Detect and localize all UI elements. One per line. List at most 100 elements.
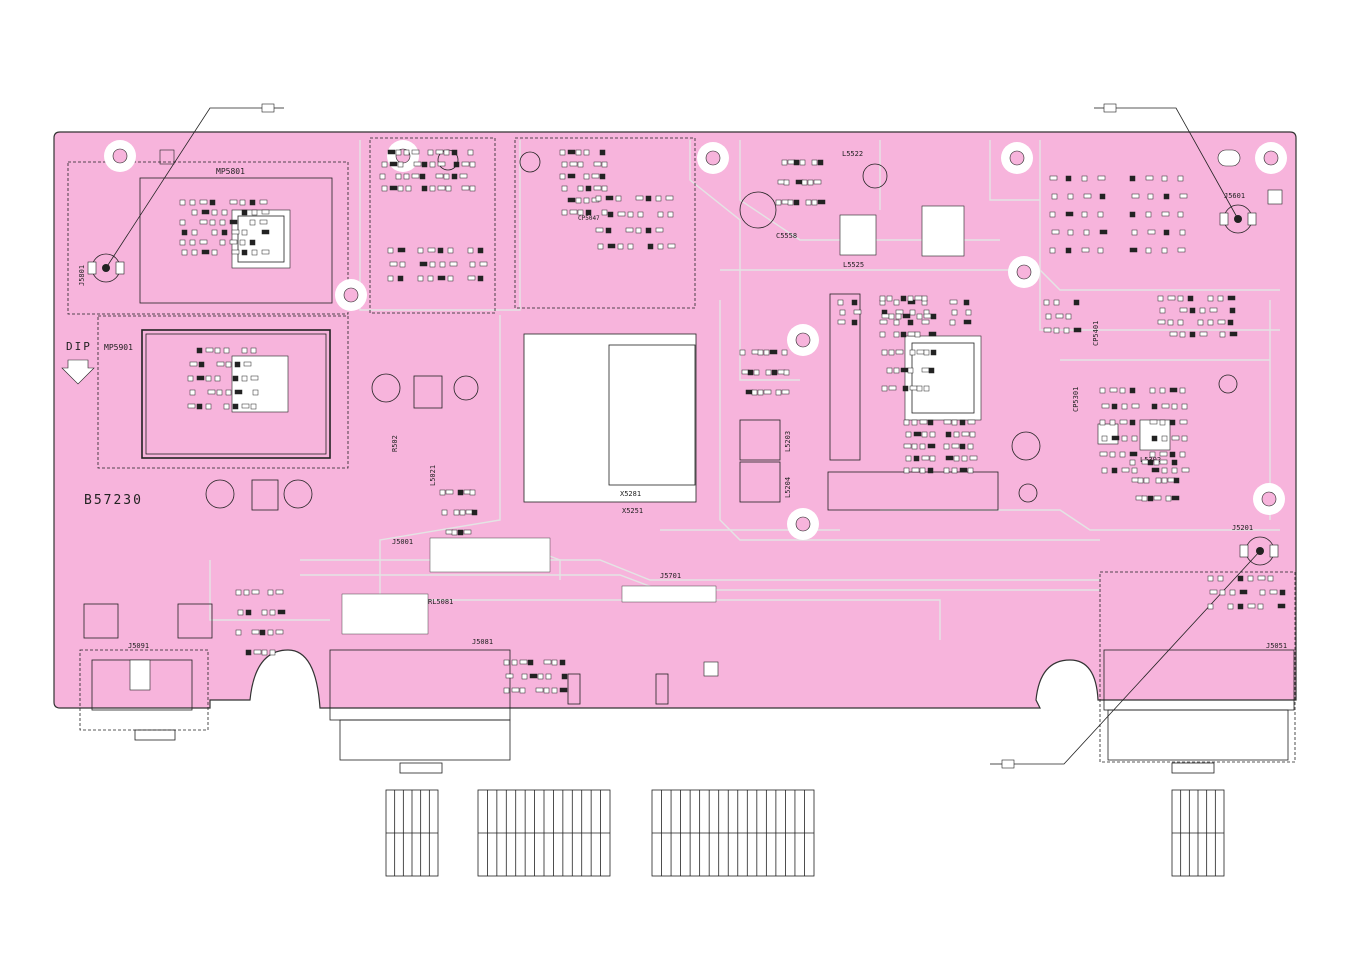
smd-part [477,275,484,282]
smd-part [231,229,240,235]
smd-part [615,195,622,202]
smd-part [907,367,914,374]
smd-part [1209,307,1218,313]
smd-part [967,419,976,425]
smd-part [1129,419,1136,426]
smd-part [1217,575,1224,582]
smd-part [191,249,198,256]
smd-part [249,199,256,206]
smd-part [199,219,208,225]
smd-part [521,673,528,680]
smd-part [593,185,602,191]
smd-part [601,161,608,168]
smd-part [251,249,258,256]
smd-part [1131,193,1140,199]
smd-part [963,299,970,306]
smd-part [259,219,268,225]
smd-part [1177,175,1184,182]
smd-part [411,173,420,179]
smd-part [913,431,922,437]
smd-part [561,673,568,680]
smd-part [1121,467,1130,473]
smd-part [457,529,464,536]
smd-part [595,227,604,233]
smd-part [647,243,654,250]
smd-part [1199,331,1208,337]
smd-part [459,173,468,179]
smd-part [1207,603,1214,610]
smd-part [665,195,674,201]
smd-part [545,673,552,680]
smd-part [902,385,909,392]
smd-part [921,455,930,461]
smd-part [1177,295,1184,302]
smd-part [943,443,950,450]
smd-part [471,509,478,516]
smd-part [775,389,782,396]
smd-part [561,161,568,168]
smd-part [1219,331,1226,338]
smd-part [930,349,937,356]
smd-part [1143,477,1150,484]
smd-part [1119,387,1126,394]
label-mp5801: MP5801 [216,167,245,176]
smd-part [1101,435,1108,442]
label-j5081: J5081 [472,638,493,646]
smd-part [232,375,239,382]
label-c5558: C5558 [776,232,797,240]
smd-part [187,403,196,409]
smd-part [923,313,932,319]
smd-part [739,349,746,356]
smd-part [239,239,246,246]
smd-part [1149,387,1156,394]
smd-part [243,589,250,596]
smd-part [381,185,388,192]
smd-part [1119,451,1126,458]
smd-part [1181,467,1190,473]
smd-part [1065,247,1072,254]
smd-part [189,239,196,246]
smd-part [817,159,824,166]
smd-part [179,219,186,226]
smd-part [895,349,904,355]
smd-part [1153,495,1162,501]
smd-part [583,149,590,156]
smd-part [397,161,404,168]
smd-part [923,385,930,392]
smd-part [237,609,244,616]
smd-part [585,209,592,216]
smd-part [1131,467,1138,474]
smd-part [395,173,402,180]
smd-part [421,185,428,192]
label-l5204: L5204 [784,477,792,498]
smd-part [399,261,406,268]
smd-part [961,431,970,437]
smd-part [1173,477,1180,484]
smd-part [967,467,974,474]
smd-part [959,443,966,450]
smd-part [597,243,604,250]
smd-part [945,455,954,461]
smd-part [881,313,890,319]
smd-part [559,173,566,180]
smd-part [511,659,518,666]
smd-part [911,419,918,426]
smd-part [437,247,444,254]
smd-part [1161,247,1168,254]
smd-part [189,199,196,206]
label-l5021: L5021 [429,465,437,486]
smd-part [221,209,228,216]
smd-part [567,149,576,155]
smd-part [1161,175,1168,182]
smd-part [783,369,790,376]
smd-part [1177,319,1184,326]
smd-part [397,247,406,253]
smd-part [765,369,772,376]
smd-part [1049,211,1056,218]
smd-part [429,261,436,268]
smd-part [275,629,284,635]
smd-part [928,331,937,337]
smd-part [249,239,256,246]
smd-part [645,195,652,202]
smd-part [527,659,534,666]
